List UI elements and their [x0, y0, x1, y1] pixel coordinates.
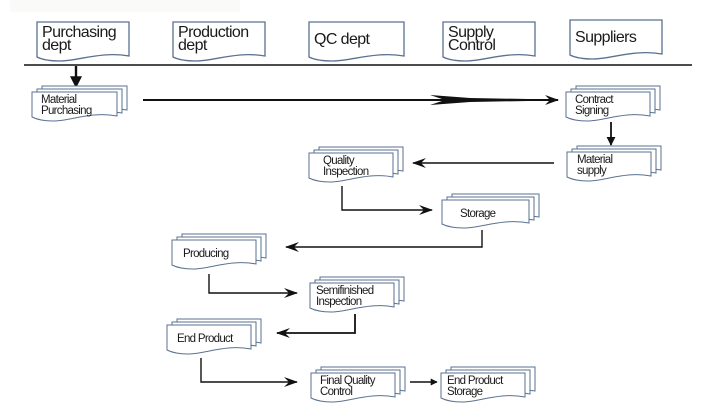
- step-sheet: [171, 239, 257, 270]
- lane-header-shape: [172, 21, 266, 62]
- flow-arrows: [70, 66, 616, 387]
- lane-header-shape: [308, 21, 405, 62]
- flow-arrow-semifinished-inspection-to-end-product: [276, 314, 356, 338]
- step-sheet: [31, 91, 118, 122]
- lane-header-shape: [569, 19, 663, 60]
- step-label: Material: [41, 94, 76, 106]
- step-storage: Storage: [441, 193, 540, 229]
- process-steps: MaterialPurchasingContractSigningMateria…: [31, 85, 662, 403]
- lane-header-label: QC dept: [314, 31, 371, 48]
- step-sheet: [441, 199, 530, 229]
- flow-arrow-storage-to-producing: [285, 230, 483, 252]
- step-label: Storage: [460, 208, 496, 220]
- step-label: Control: [320, 386, 352, 398]
- step-end-product: End Product: [166, 318, 262, 355]
- flow-arrow-producing-to-semifinished-inspection: [208, 274, 298, 298]
- step-label: Storage: [447, 386, 483, 398]
- lane-header-label: Supply: [448, 24, 494, 41]
- step-label: End Product: [177, 333, 234, 345]
- step-label: End Product: [447, 375, 504, 387]
- top-band: [10, 0, 240, 12]
- step-sheet: [565, 91, 651, 122]
- lane-header-suppliers: Suppliers: [569, 19, 663, 60]
- lane-header-shape: [36, 21, 130, 62]
- lane-header-label: dept: [178, 37, 208, 54]
- step-sheet: [309, 282, 395, 313]
- tapered-arrowhead: [430, 95, 555, 105]
- lane-header-label: dept: [42, 37, 72, 54]
- step-label: Quality: [323, 155, 355, 167]
- step-label: Contract: [575, 94, 614, 106]
- step-sheet: [566, 151, 652, 182]
- lane-header-qc: QC dept: [308, 21, 405, 62]
- step-sheet: [166, 324, 252, 355]
- lane-header-label: Production: [178, 24, 249, 41]
- flow-arrow-end-product-to-final-quality-control: [200, 358, 298, 387]
- step-sheet: [310, 372, 396, 403]
- lane-header-label: Control: [448, 37, 495, 54]
- lane-header-label: Suppliers: [575, 29, 637, 46]
- step-label: Semifinished: [316, 285, 374, 297]
- step-label: Purchasing: [41, 105, 92, 117]
- step-producing: Producing: [171, 233, 267, 270]
- step-label: Inspection: [323, 166, 369, 178]
- step-sheet: [308, 152, 394, 183]
- flow-arrow-quality-inspection-to-storage: [341, 186, 433, 215]
- step-label: supply: [577, 165, 607, 177]
- step-sheet: [440, 372, 526, 403]
- step-label: Inspection: [316, 296, 362, 308]
- step-label: Material: [577, 154, 612, 166]
- step-label: Producing: [183, 248, 229, 260]
- step-label: Final Quality: [320, 375, 376, 387]
- lane-header-shape: [442, 21, 536, 62]
- step-label: Signing: [575, 105, 609, 117]
- lane-header-label: Purchasing: [42, 24, 116, 41]
